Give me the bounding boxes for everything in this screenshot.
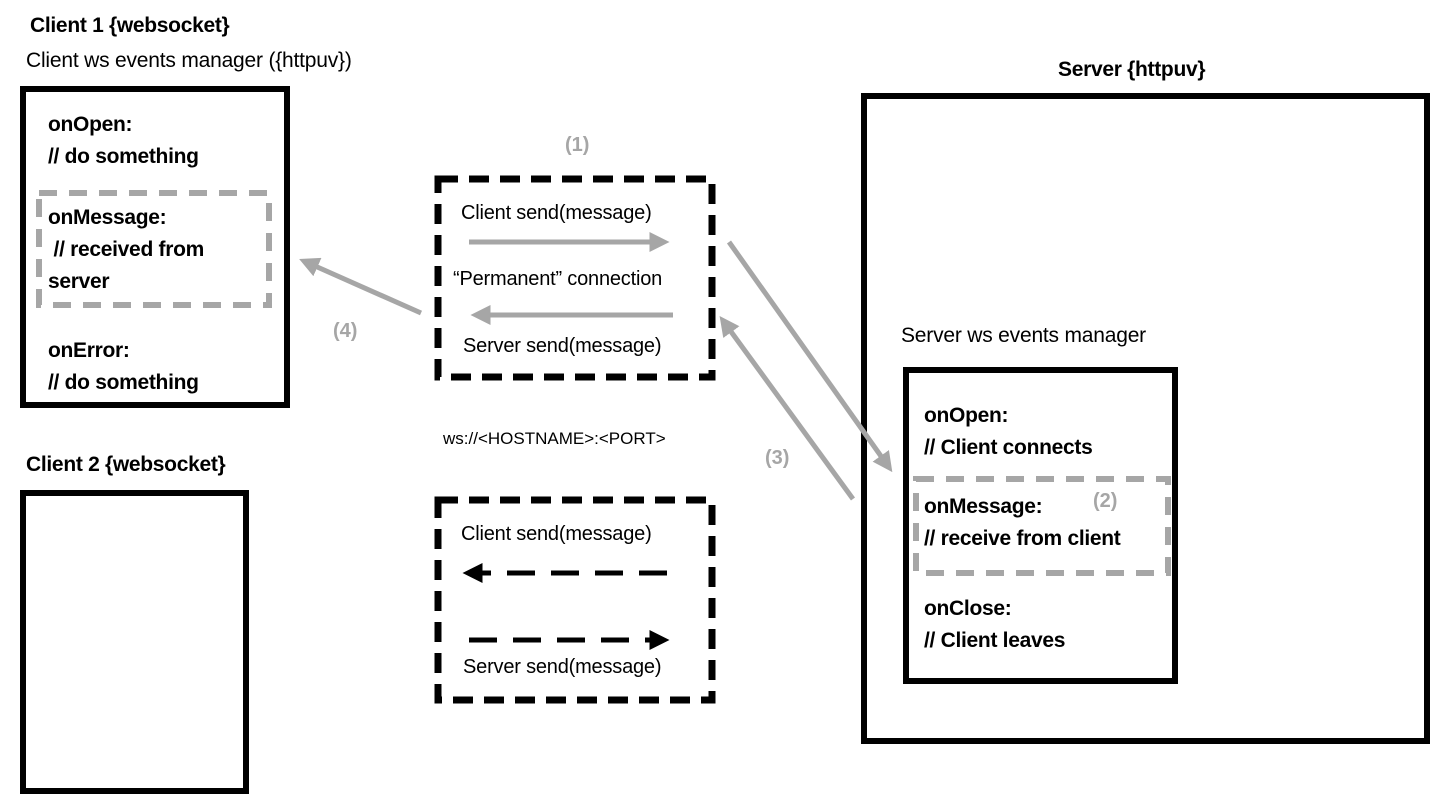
server-onclose: onClose: // Client leaves	[924, 593, 1065, 657]
event-name: onOpen:	[924, 404, 1009, 427]
box2-server-send: Server send(message)	[463, 656, 662, 678]
client1-onmessage-highlight: onMessage: // received from server	[36, 190, 272, 308]
server-onmessage: onMessage: // receive from client	[924, 491, 1121, 555]
arrow-from-server	[719, 315, 856, 501]
arrow-to-client-onmessage	[299, 257, 423, 316]
client1-events-box: onOpen: // do something onMessage: // re…	[20, 86, 290, 408]
step-2-label: (2)	[1093, 490, 1118, 512]
server-onopen: onOpen: // Client connects	[924, 400, 1093, 464]
step-4-label: (4)	[333, 320, 358, 342]
event-comment: // received from	[48, 238, 205, 261]
client1-onmessage: onMessage: // received from server	[48, 202, 204, 298]
client2-title: Client 2 {websocket}	[26, 453, 226, 476]
step-1-label: (1)	[565, 134, 590, 156]
connection-box-2-border	[434, 496, 716, 704]
server-manager-label: Server ws events manager	[901, 324, 1146, 347]
client1-subtitle: Client ws events manager ({httpuv})	[26, 49, 352, 72]
event-comment: // receive from client	[924, 527, 1121, 550]
box1-client-send: Client send(message)	[461, 202, 652, 224]
server-events-box: onOpen: // Client connects onMessage: //…	[903, 367, 1178, 684]
event-name: onOpen:	[48, 113, 133, 136]
event-comment: // do something	[48, 145, 199, 168]
server-title: Server {httpuv}	[1058, 58, 1206, 81]
step-3-label: (3)	[765, 447, 790, 469]
client1-onerror: onError: // do something	[48, 335, 199, 399]
box1-permanent-connection: “Permanent” connection	[453, 268, 663, 290]
server-onmessage-highlight: onMessage: // receive from client (2)	[913, 476, 1171, 576]
client1-title: Client 1 {websocket}	[30, 14, 230, 37]
event-comment-cont: server	[48, 270, 110, 293]
ws-url: ws://<HOSTNAME>:<PORT>	[443, 429, 666, 448]
connection-box-1-border	[434, 175, 716, 381]
client2-box	[20, 490, 249, 794]
event-comment: // Client connects	[924, 436, 1093, 459]
box2-client-send: Client send(message)	[461, 523, 652, 545]
event-comment: // Client leaves	[924, 629, 1066, 652]
box1-server-send: Server send(message)	[463, 335, 662, 357]
event-comment: // do something	[48, 371, 199, 394]
event-name: onClose:	[924, 597, 1012, 620]
dashed-border	[36, 190, 272, 308]
event-name: onMessage:	[924, 495, 1043, 518]
dashed-border	[913, 476, 1171, 576]
event-name: onMessage:	[48, 206, 167, 229]
client1-onopen: onOpen: // do something	[48, 109, 199, 173]
event-name: onError:	[48, 339, 130, 362]
